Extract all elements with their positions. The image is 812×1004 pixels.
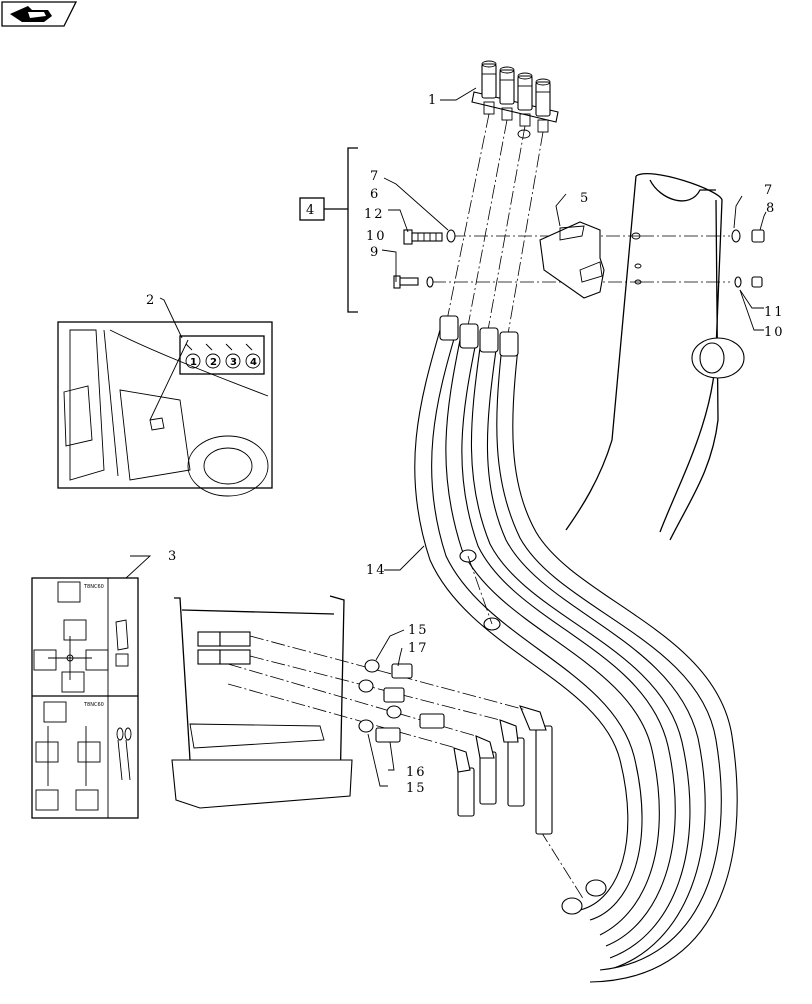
bolt-12 xyxy=(403,229,456,245)
callout-labels: 1 2 3 4 5 6 7 7 8 9 10 10 11 12 14 15 15… xyxy=(146,93,785,796)
callout-15b: 15 xyxy=(406,781,427,796)
support-bracket xyxy=(539,221,605,299)
valve-housing xyxy=(171,595,353,809)
quick-couplers xyxy=(227,635,527,749)
hydraulic-hoses xyxy=(414,315,738,983)
decal-number-3: 3 xyxy=(230,357,237,368)
callout-7b: 7 xyxy=(764,183,774,198)
callout-12: 12 xyxy=(364,207,385,222)
callout-15a: 15 xyxy=(408,623,429,638)
washer-nut-right xyxy=(731,229,765,288)
callout-3: 3 xyxy=(168,549,178,564)
callout-5: 5 xyxy=(580,191,590,206)
loader-arm xyxy=(565,172,745,541)
lower-hose-ends xyxy=(453,705,553,835)
callout-1: 1 xyxy=(428,93,438,108)
callout-7a: 7 xyxy=(370,169,380,184)
callout-8: 8 xyxy=(766,201,776,216)
cab-inset: 1 2 3 4 xyxy=(57,321,273,497)
guide-lines xyxy=(432,113,730,335)
group-bracket xyxy=(299,147,358,313)
callout-6: 6 xyxy=(370,187,380,202)
callout-9: 9 xyxy=(370,245,380,260)
card-bottom-label: T8NC60 xyxy=(83,702,104,708)
card-top-label: T8NC60 xyxy=(83,584,104,590)
leader-lines xyxy=(125,87,767,787)
decal-detail-box xyxy=(179,335,265,375)
callout-17: 17 xyxy=(408,641,429,656)
decal-numbers: 1 2 3 4 xyxy=(185,343,261,369)
callout-4: 4 xyxy=(306,203,316,218)
callout-10b: 10 xyxy=(764,325,785,340)
callout-14: 14 xyxy=(366,563,387,578)
callout-11: 11 xyxy=(764,305,785,320)
decal-number-1: 1 xyxy=(190,357,197,368)
decal-number-4: 4 xyxy=(250,357,257,368)
control-decal: T8NC60 T8NC60 xyxy=(31,577,139,819)
callout-10a: 10 xyxy=(366,229,387,244)
coupler-block xyxy=(471,60,559,139)
bolt-9 xyxy=(393,275,434,289)
previous-page-arrow-icon[interactable] xyxy=(1,1,78,27)
callout-2: 2 xyxy=(146,293,156,308)
callout-16: 16 xyxy=(406,765,427,780)
decal-number-2: 2 xyxy=(210,357,217,368)
